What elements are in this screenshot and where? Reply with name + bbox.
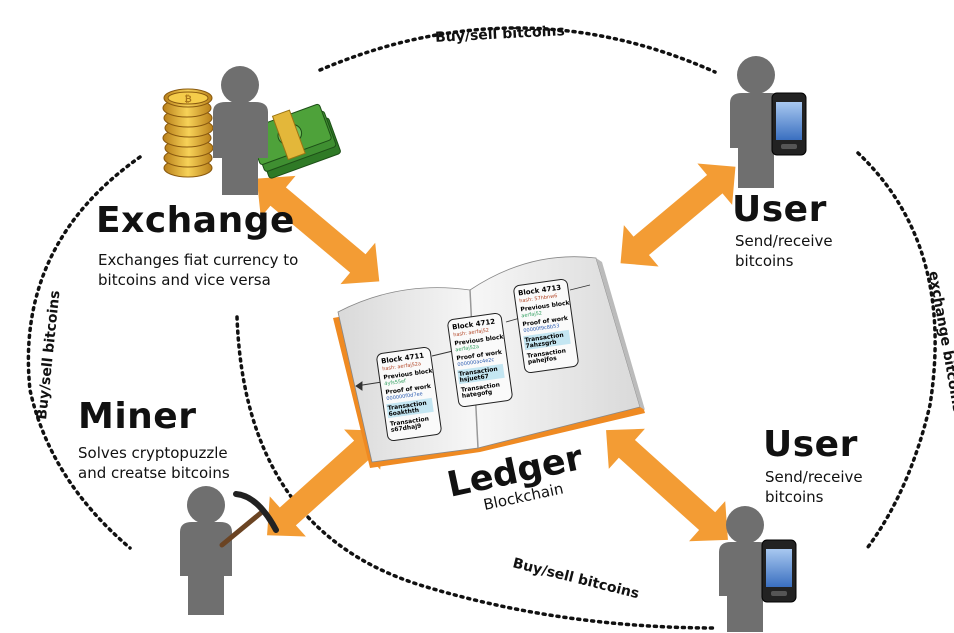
- arrow-miner-ledger: [267, 429, 383, 537]
- user-top-title: User: [732, 189, 827, 230]
- block-4711-pow-value: 000000f0d7ee: [386, 391, 423, 402]
- arrow-user-top-ledger: [620, 163, 736, 267]
- user-bottom-title: User: [763, 424, 858, 465]
- user-top-description-line1: Send/receive: [735, 232, 833, 250]
- user-bottom-person-icon: [719, 506, 771, 632]
- book-icon: Block 4711 hash: aerfaj52a Previous bloc…: [333, 256, 645, 468]
- svg-text:₿: ₿: [184, 94, 191, 105]
- flow-label-top: Buy/sell bitcoins: [435, 23, 565, 46]
- block-4713-tx2-value: pahejfos: [527, 355, 557, 366]
- exchange-description-line2: bitcoins and vice versa: [98, 271, 271, 289]
- miner-description-line2: and creatse bitcoins: [78, 464, 230, 482]
- block-4712-prev-value: aerfaj52a: [455, 344, 479, 353]
- miner-title: Miner: [78, 396, 197, 437]
- exchange-person-icon: [213, 66, 268, 195]
- banknotes-icon: [247, 103, 341, 179]
- arrow-exchange-ledger: [256, 175, 380, 285]
- user-top-description-line2: bitcoins: [735, 252, 794, 270]
- miner-description: Solves cryptopuzzle and creatse bitcoins: [78, 443, 230, 483]
- arrow-user-bottom-ledger: [606, 428, 728, 542]
- flow-curve-top: [318, 26, 717, 74]
- smartphone-icon-top: [771, 92, 807, 156]
- flow-label-right: exchange bitcoins: [925, 270, 954, 414]
- flow-curve-left: [26, 155, 142, 550]
- user-top-description: Send/receive bitcoins: [735, 231, 833, 271]
- flow-label-left: Buy/sell bitcoins: [34, 290, 63, 421]
- exchange-description-line1: Exchanges fiat currency to: [98, 251, 299, 269]
- exchange-description: Exchanges fiat currency to bitcoins and …: [98, 250, 298, 290]
- coins-icon: ₿: [162, 88, 214, 178]
- user-bottom-description-line2: bitcoins: [765, 488, 824, 506]
- smartphone-icon-bottom: [761, 539, 797, 603]
- flow-curve-right: [856, 151, 937, 549]
- exchange-title: Exchange: [96, 200, 295, 241]
- block-4712-tx1-value: hsjuet67: [459, 373, 489, 384]
- block-4711-hash: hash: aerfaj52a: [382, 361, 422, 372]
- user-bottom-description: Send/receive bitcoins: [765, 467, 863, 507]
- miner-person-icon: [180, 486, 232, 615]
- user-bottom-description-line1: Send/receive: [765, 468, 863, 486]
- flow-curve-bottom: [235, 315, 718, 630]
- block-4713-pow-value: 00000f9c8b53: [523, 323, 560, 334]
- block-4712-pow-value: 000000ac4e2c: [457, 357, 495, 368]
- block-4711-tx1-value: 6oakthth: [388, 407, 419, 418]
- user-top-person-icon: [730, 56, 782, 188]
- miner-description-line1: Solves cryptopuzzle: [78, 444, 228, 462]
- block-4711-prev-value: 4yfs55ef: [384, 378, 407, 387]
- block-4713-tx1-value: 7ahzsgrb: [525, 339, 557, 350]
- block-4711-tx2-value: s67dhaj9: [390, 423, 421, 434]
- arrow-group: [256, 163, 736, 542]
- block-4713-hash: hash: 57hbnw6: [519, 293, 558, 304]
- block-4712-hash: hash: aerfaj52: [453, 327, 490, 338]
- block-4713-prev-value: aerfaj52: [521, 310, 542, 319]
- block-4712-tx2-value: hategofg: [461, 389, 492, 400]
- flow-label-bottom: Buy/sell bitcoins: [511, 555, 641, 602]
- pickaxe-icon: [219, 491, 279, 548]
